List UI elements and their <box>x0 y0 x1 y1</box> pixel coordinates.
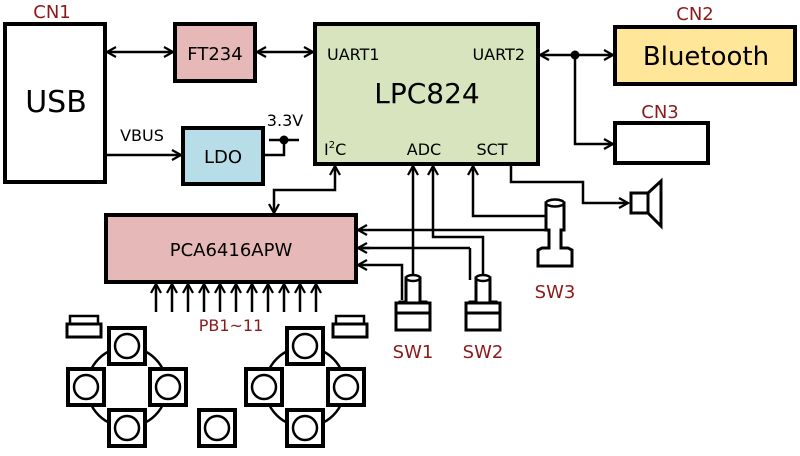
pin-uart1: UART1 <box>327 45 380 64</box>
push-button <box>285 326 325 366</box>
ft234-block <box>173 22 257 83</box>
push-button <box>66 367 106 407</box>
sw3-label: SW3 <box>535 282 576 303</box>
push-button <box>285 408 325 448</box>
ldo-block <box>181 126 265 186</box>
wire-i2c <box>274 166 335 213</box>
usb-block <box>3 22 107 184</box>
lpc824-mcu: LPC824 UART1 UART2 I2C ADC SCT <box>313 22 540 166</box>
wire-uart2-cn3 <box>573 55 613 144</box>
push-button <box>148 367 188 407</box>
ldo-label: LDO <box>204 147 242 168</box>
wire-sct-speaker <box>509 164 628 203</box>
pb-inputs-label: PB1~11 <box>199 316 264 335</box>
shoulder-button <box>65 314 103 339</box>
junction-3v3 <box>279 135 289 145</box>
vbus-label: VBUS <box>120 126 164 145</box>
pca-label: PCA6416APW <box>170 240 293 261</box>
wire-ldo-out <box>265 140 286 157</box>
push-button <box>107 408 147 448</box>
sw3-switch: SW3 <box>535 198 576 303</box>
pin-i2c: I2C <box>324 140 346 159</box>
push-button <box>326 367 366 407</box>
bluetooth-label: Bluetooth <box>643 42 769 72</box>
sw2-label: SW2 <box>463 342 504 363</box>
sw1-switch: SW1 <box>393 273 434 363</box>
cn3-block <box>613 121 710 165</box>
wire-sw1-pca <box>358 265 404 300</box>
push-button <box>197 408 237 448</box>
bluetooth-block <box>613 25 797 86</box>
pb-input-arrows <box>156 284 316 312</box>
push-button <box>244 367 284 407</box>
cn2-label: CN2 <box>676 4 714 25</box>
cn3-label: CN3 <box>641 102 679 123</box>
mcu-block <box>313 22 540 166</box>
ldo-regulator: LDO <box>181 126 265 186</box>
pin-sct: SCT <box>476 140 507 159</box>
usb-connector: USB CN1 <box>3 2 107 184</box>
cn1-label: CN1 <box>33 2 71 23</box>
sw1-label: SW1 <box>393 342 434 363</box>
wire-adc-sw2 <box>433 166 485 275</box>
bluetooth-module: Bluetooth CN2 <box>613 4 797 86</box>
pca6416-expander: PCA6416APW PB1~11 <box>104 213 358 335</box>
pin-adc: ADC <box>407 140 441 159</box>
cn3-connector: CN3 <box>613 102 710 165</box>
v33-label: 3.3V <box>267 111 303 130</box>
usb-label: USB <box>25 85 87 120</box>
wires: VBUS 3.3V <box>107 51 628 312</box>
sw2-switch: SW2 <box>463 273 504 363</box>
wire-sw3-sct <box>473 166 545 218</box>
pca-block <box>104 213 358 284</box>
pin-uart2: UART2 <box>472 45 525 64</box>
ft234-chip: FT234 <box>173 22 257 83</box>
mcu-label: LPC824 <box>374 77 479 110</box>
push-button <box>107 326 147 366</box>
shoulder-button <box>331 314 369 339</box>
speaker-icon <box>629 177 663 230</box>
button-pads <box>65 314 369 448</box>
ft234-label: FT234 <box>187 44 242 65</box>
